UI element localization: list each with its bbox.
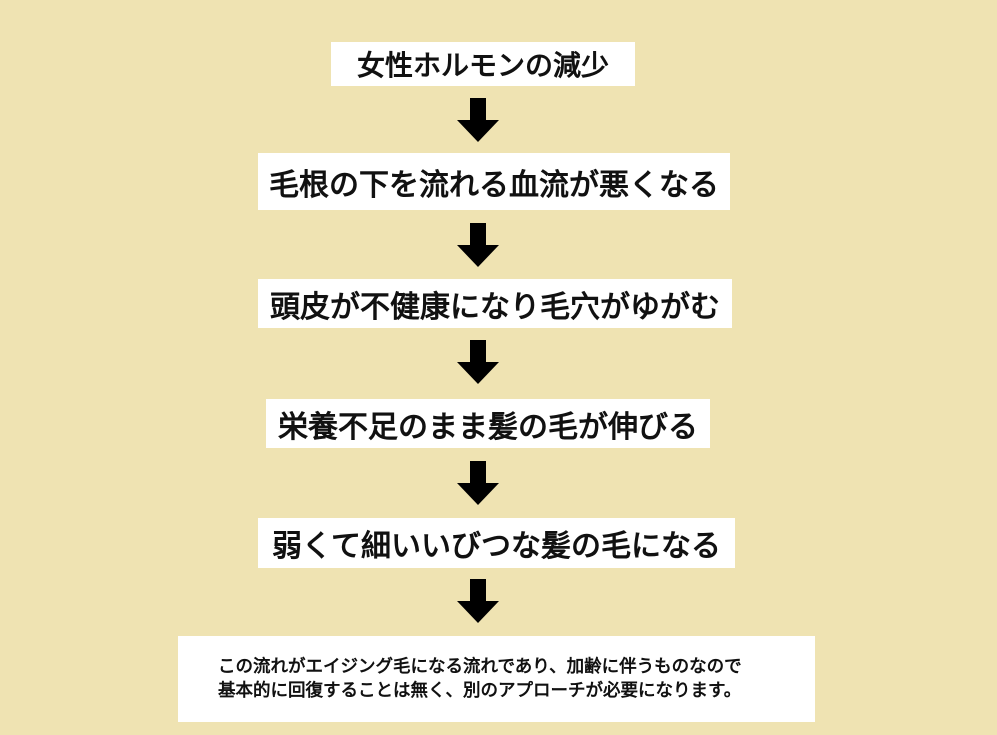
down-arrow-icon <box>457 340 499 384</box>
step-2-box: 毛根の下を流れる血流が悪くなる <box>258 153 730 210</box>
step-3-box: 頭皮が不健康になり毛穴がゆがむ <box>258 279 732 328</box>
down-arrow-icon <box>457 223 499 267</box>
step-1-box: 女性ホルモンの減少 <box>331 42 635 86</box>
summary-note: この流れがエイジング毛になる流れであり、加齢に伴うものなので 基本的に回復するこ… <box>178 636 815 722</box>
down-arrow-icon <box>457 579 499 623</box>
note-line-1: この流れがエイジング毛になる流れであり、加齢に伴うものなので <box>218 657 742 677</box>
step-5-box: 弱くて細いいびつな髪の毛になる <box>258 518 735 568</box>
step-4-box: 栄養不足のまま髪の毛が伸びる <box>266 399 710 448</box>
down-arrow-icon <box>457 98 499 142</box>
note-line-2: 基本的に回復することは無く、別のアプローチが必要になります。 <box>218 681 742 701</box>
down-arrow-icon <box>457 461 499 505</box>
